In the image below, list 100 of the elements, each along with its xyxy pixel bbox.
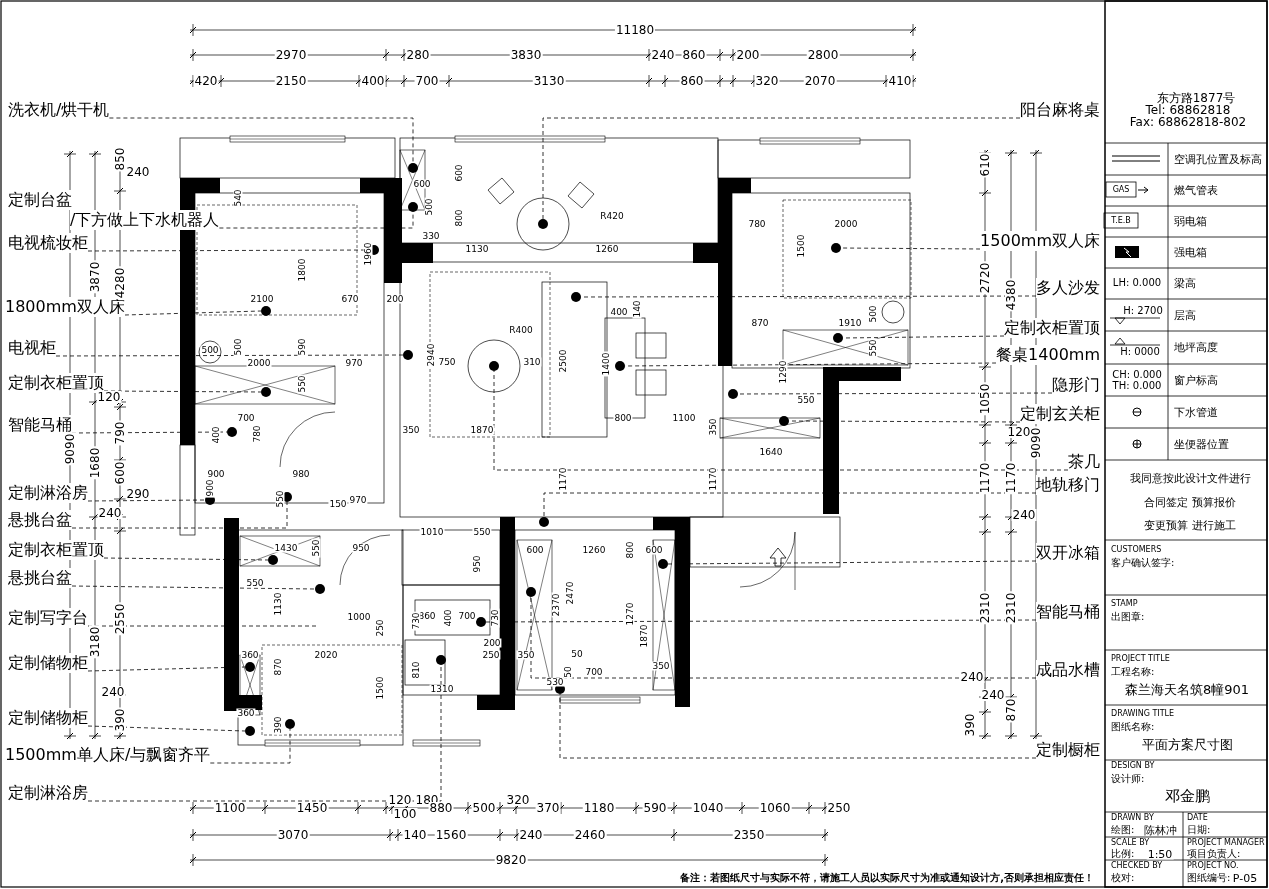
- dimension-label: 2070: [803, 75, 837, 87]
- leader-line: [542, 117, 1021, 220]
- dimension-label: 390: [964, 712, 976, 738]
- dimension-label: 1170: [708, 466, 718, 492]
- dimension-label: 310: [522, 357, 542, 367]
- legend-label: 燃气管表: [1173, 184, 1219, 196]
- dimension-label: 1870: [469, 425, 495, 435]
- dimension-label: 3830: [509, 49, 543, 61]
- field-caption: DESIGN BY: [1110, 762, 1156, 770]
- dimension-label: 750: [437, 357, 457, 367]
- marker-dot: [403, 350, 413, 360]
- dimension-label: 2310: [979, 591, 991, 625]
- dimension-label: 2100: [249, 294, 275, 304]
- field-value: 陈林冲: [1142, 824, 1178, 836]
- leader-line: [667, 560, 1037, 565]
- address-text: 东方路1877号: [1155, 92, 1237, 104]
- dimension-label: 800: [454, 208, 464, 228]
- field-label: 出图章:: [1110, 612, 1146, 622]
- dimension-label: 4280: [114, 266, 126, 300]
- fax-text: Fax: 68862818-802: [1128, 116, 1248, 128]
- dimension-label: 700: [414, 75, 440, 87]
- dimension-label: 2940: [426, 342, 436, 368]
- dimension-label: 550: [796, 395, 816, 405]
- field-label: 工程名称:: [1110, 667, 1156, 677]
- field-value: P-05: [1231, 872, 1259, 884]
- dimension-label: 350: [401, 425, 421, 435]
- dimension-label: 790: [114, 420, 126, 446]
- dimension-label: 700: [584, 667, 604, 677]
- dimension-label: 240: [100, 686, 126, 698]
- field-value: 平面方案尺寸图: [1140, 737, 1234, 751]
- field-caption: DRAWING TITLE: [1110, 710, 1176, 718]
- dimension-label: 150: [328, 499, 348, 509]
- dimension-label: 780: [252, 424, 262, 444]
- dimension-label: 1130: [273, 591, 283, 617]
- marker-dot: [268, 555, 278, 565]
- dimension-label: 240: [1011, 509, 1037, 521]
- symbol-label: H: 0000: [1119, 347, 1161, 357]
- dimension-label: 240: [125, 166, 151, 178]
- callout-label: 定制储物柜: [8, 708, 88, 728]
- dimension-label: 860: [679, 75, 705, 87]
- marker-dot: [436, 655, 446, 665]
- field-caption: STAMP: [1110, 600, 1139, 608]
- callout-label: 地轨移门: [1036, 475, 1100, 495]
- symbol-label: CH: 0.000: [1111, 370, 1163, 380]
- leader-line: [840, 247, 981, 250]
- dimension-label: 250: [481, 650, 501, 660]
- callout-label: 定制台盆: [8, 190, 72, 210]
- callout-label: 定制淋浴房: [8, 783, 88, 803]
- dimension-label: 590: [642, 802, 668, 814]
- dimension-label: 1500: [375, 675, 385, 701]
- dimension-label: 730: [490, 608, 500, 628]
- callout-label: 1800mm双人床: [5, 297, 125, 317]
- dimension-label: 600: [644, 545, 664, 555]
- dimension-label: 810: [411, 660, 421, 680]
- callout-label: 成品水槽: [1036, 660, 1100, 680]
- dimension-label: 350: [651, 661, 671, 671]
- dimension-label: 900: [205, 478, 215, 498]
- field-caption: DATE: [1186, 814, 1209, 822]
- dimension-label: 1170: [979, 461, 991, 495]
- leader-line: [124, 310, 262, 316]
- dimension-label: 1060: [758, 802, 792, 814]
- leader-line: [71, 585, 316, 590]
- dimension-label: 320: [754, 75, 780, 87]
- legend-label: 地坪高度: [1173, 341, 1219, 353]
- callout-label: 双开冰箱: [1036, 543, 1100, 563]
- dimension-label: R420: [599, 211, 625, 221]
- callout-label: 电视柜: [8, 338, 56, 358]
- field-caption: CUSTOMERS: [1110, 546, 1163, 554]
- dimension-label: 420: [193, 75, 219, 87]
- marker-dot: [831, 243, 841, 253]
- leader-line: [103, 390, 262, 393]
- dimension-label: 670: [340, 294, 360, 304]
- dimension-label: 360: [236, 708, 256, 718]
- dimension-label: 240: [650, 49, 676, 61]
- dimension-label: 50: [563, 665, 573, 679]
- dimension-label: 390: [273, 715, 283, 735]
- field-caption: CHECKED BY: [1110, 862, 1164, 870]
- dimension-label: 1000: [346, 612, 372, 622]
- dimension-label: 700: [457, 611, 477, 621]
- dimension-label: 200: [735, 49, 761, 61]
- dimension-label: 1050: [979, 382, 991, 416]
- field-caption: PROJECT TITLE: [1110, 655, 1171, 663]
- dimension-label: 2370: [551, 592, 561, 618]
- dimension-label: 800: [613, 413, 633, 423]
- dimension-label: 700: [236, 413, 256, 423]
- leader-line: [55, 354, 404, 357]
- dimension-label: 140: [402, 829, 428, 841]
- dimension-label: 850: [114, 146, 126, 172]
- callout-label: 茶几: [1068, 452, 1100, 472]
- dimension-label: 2720: [979, 261, 991, 295]
- dimension-label: 970: [344, 358, 364, 368]
- legend-label: 强电箱: [1173, 246, 1208, 258]
- leader-line: [493, 370, 1069, 471]
- callout-label: 定制储物柜: [8, 653, 88, 673]
- field-value: 森兰海天名筑8幢901: [1123, 682, 1251, 696]
- marker-dot: [833, 333, 843, 343]
- dimension-label: 610: [979, 152, 991, 178]
- dimension-label: 1130: [464, 244, 490, 254]
- marker-dot: [285, 719, 295, 729]
- field-label: 日期:: [1186, 825, 1212, 835]
